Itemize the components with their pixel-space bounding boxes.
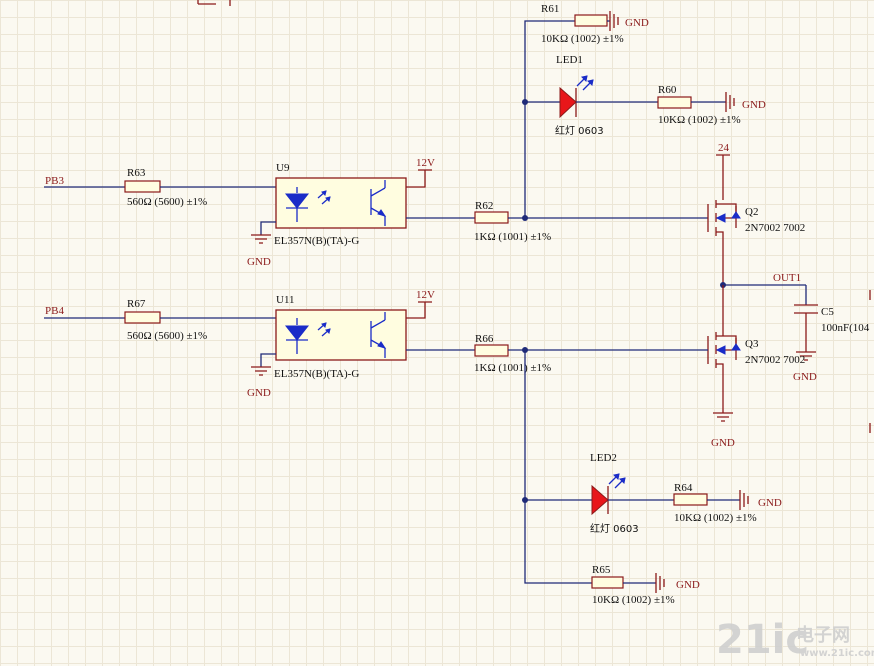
- watermark-sub: 电子网: [796, 624, 850, 646]
- gnd-symbol-u11: GND: [247, 366, 271, 399]
- u11-gnd-label: GND: [247, 387, 271, 399]
- pb4-net-label: PB4: [45, 305, 64, 317]
- pb3-net-label: PB3: [45, 175, 64, 187]
- u9-ground-wire: [260, 221, 276, 235]
- r64-gnd-label: GND: [758, 497, 782, 509]
- q2-ref: Q2: [745, 206, 758, 218]
- q3-part: 2N7002 7002: [745, 354, 805, 366]
- mosfet-q3[interactable]: Q3 2N7002 7002: [707, 285, 805, 413]
- net-12v-top: 12V: [406, 157, 435, 188]
- r61-value: 10KΩ (1002) ±1%: [541, 33, 624, 45]
- led2-ref: LED2: [590, 452, 617, 464]
- watermark-main: 21ic: [716, 617, 809, 663]
- u9-led-icon: [284, 187, 331, 222]
- net-out1: OUT1: [720, 272, 806, 288]
- optocoupler-u9[interactable]: U9 EL357N(B)(TA)-G: [274, 162, 407, 247]
- u9-part: EL357N(B)(TA)-G: [274, 235, 359, 247]
- r66-ref: R66: [475, 333, 494, 345]
- gnd-symbol-c5: GND: [793, 351, 817, 383]
- led1-value: 红灯 0603: [555, 124, 604, 137]
- led1-ref: LED1: [556, 54, 583, 66]
- gnd-symbol-u9: GND: [247, 234, 271, 268]
- r65-ref: R65: [592, 564, 611, 576]
- u9-ref: U9: [276, 162, 290, 174]
- c5-gnd-label: GND: [793, 371, 817, 383]
- u11-led-icon: [284, 318, 331, 354]
- r67-ref: R67: [127, 298, 146, 310]
- gnd-symbol-r60: GND: [725, 92, 766, 112]
- resistor-r65[interactable]: R65 10KΩ (1002) ±1%: [591, 564, 675, 606]
- optocoupler-u11[interactable]: U11 EL357N(B)(TA)-G: [274, 294, 407, 380]
- net-12v-bottom-label: 12V: [416, 289, 435, 301]
- c5-ref: C5: [821, 306, 834, 318]
- watermark-logo: 21ic 电子网 www.21ic.com: [716, 617, 874, 663]
- r61-gnd-label: GND: [625, 17, 649, 29]
- resistor-r60[interactable]: R60 10KΩ (1002) ±1%: [657, 84, 741, 126]
- gnd-symbol-r65: GND: [655, 573, 700, 593]
- resistor-r64[interactable]: R64 10KΩ (1002) ±1%: [673, 482, 757, 524]
- r64-ref: R64: [674, 482, 693, 494]
- r60-gnd-label: GND: [742, 99, 766, 111]
- u9-transistor-icon: [370, 180, 387, 226]
- r67-value: 560Ω (5600) ±1%: [127, 330, 207, 342]
- net-12v-bottom: 12V: [406, 289, 435, 319]
- resistor-r61[interactable]: R61 10KΩ (1002) ±1%: [541, 3, 624, 45]
- pb4-input-net: PB4: [44, 305, 125, 319]
- out1-label: OUT1: [773, 272, 801, 284]
- r61-ref: R61: [541, 3, 559, 15]
- c5-value: 100nF(104: [821, 322, 870, 334]
- r65-gnd-label: GND: [676, 579, 700, 591]
- led1[interactable]: LED1 红灯 0603: [555, 54, 604, 137]
- u11-ground-wire: [260, 353, 276, 367]
- net-24: 24: [716, 142, 730, 200]
- resistor-r67[interactable]: R67 560Ω (5600) ±1%: [124, 298, 207, 342]
- led2[interactable]: LED2 红灯 0603: [590, 452, 639, 535]
- capacitor-c5[interactable]: C5 100nF(104: [794, 285, 870, 352]
- watermark-url: www.21ic.com: [800, 648, 874, 659]
- gnd-symbol-r61: GND: [609, 11, 649, 31]
- r64-value: 10KΩ (1002) ±1%: [674, 512, 757, 524]
- u11-part: EL357N(B)(TA)-G: [274, 368, 359, 380]
- mosfet-q2[interactable]: Q2 2N7002 7002: [707, 200, 805, 285]
- q3-ref: Q3: [745, 338, 759, 350]
- r66-value: 1KΩ (1001) ±1%: [474, 362, 551, 374]
- pb3-input-net: PB3: [44, 175, 125, 188]
- r65-value: 10KΩ (1002) ±1%: [592, 594, 675, 606]
- r63-value: 560Ω (5600) ±1%: [127, 196, 207, 208]
- net-12v-top-label: 12V: [416, 157, 435, 169]
- r63-ref: R63: [127, 167, 146, 179]
- r62-value: 1KΩ (1001) ±1%: [474, 231, 551, 243]
- net-24-label: 24: [718, 142, 730, 154]
- u9-gnd-label: GND: [247, 256, 271, 268]
- gnd-symbol-q3: GND: [711, 412, 735, 449]
- resistor-r66[interactable]: R66 1KΩ (1001) ±1%: [474, 333, 551, 374]
- r60-value: 10KΩ (1002) ±1%: [658, 114, 741, 126]
- led2-value: 红灯 0603: [590, 522, 639, 535]
- clipped-symbol-fragment: [197, 0, 231, 6]
- resistor-r63[interactable]: R63 560Ω (5600) ±1%: [124, 167, 207, 208]
- q2-part: 2N7002 7002: [745, 222, 805, 234]
- r62-ref: R62: [475, 200, 493, 212]
- q3-gnd-label: GND: [711, 437, 735, 449]
- resistor-r62[interactable]: R62 1KΩ (1001) ±1%: [474, 200, 551, 243]
- u11-ref: U11: [276, 294, 295, 306]
- r60-ref: R60: [658, 84, 677, 96]
- gnd-symbol-r64: GND: [739, 490, 782, 510]
- u11-transistor-icon: [370, 312, 387, 358]
